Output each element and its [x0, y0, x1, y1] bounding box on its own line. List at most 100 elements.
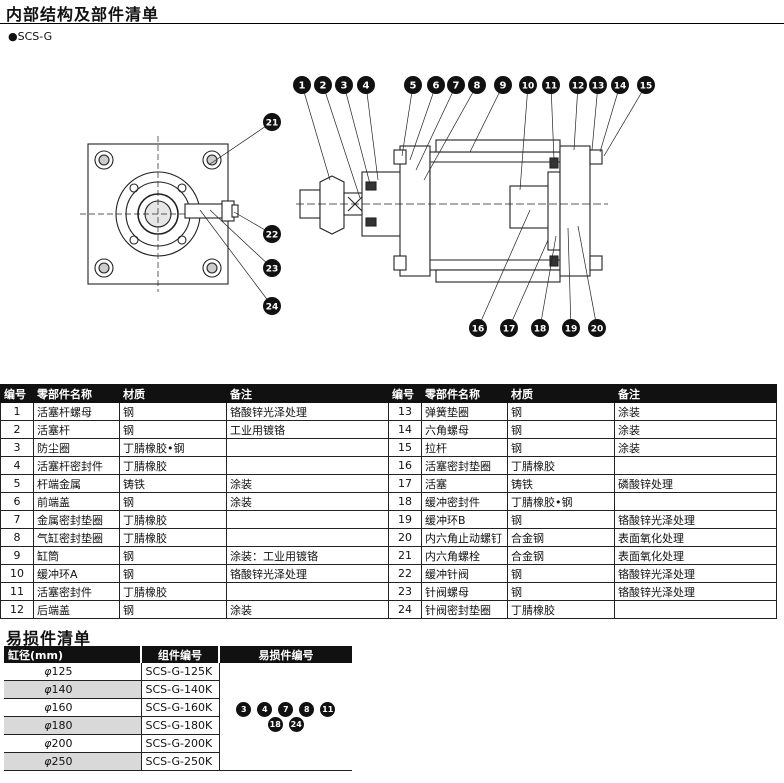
- kit-number: SCS-G-160K: [141, 698, 220, 717]
- callout-22-bubble: [263, 225, 281, 243]
- part-material: 钢: [507, 420, 615, 439]
- part-number: 22: [388, 564, 422, 583]
- callout-20-bubble: [588, 319, 606, 337]
- part-name: 活塞: [421, 474, 508, 493]
- callout-5: 5: [410, 81, 417, 92]
- part-note: [226, 510, 389, 529]
- callout-5-bubble: [404, 76, 422, 94]
- part-number: 15: [388, 438, 422, 457]
- part-number: 16: [388, 456, 422, 475]
- callout-6-bubble: [427, 76, 445, 94]
- part-material: 丁腈橡胶: [119, 510, 227, 529]
- part-name: 针阀螺母: [421, 582, 508, 601]
- part-material: 合金钢: [507, 528, 615, 547]
- callout-15-bubble: [637, 76, 655, 94]
- kit-number: SCS-G-140K: [141, 680, 220, 699]
- callout-13-bubble: [589, 76, 607, 94]
- callout-24: 24: [266, 303, 279, 313]
- callout-10-bubble: [519, 76, 537, 94]
- part-number: 23: [388, 582, 422, 601]
- part-note: 表面氧化处理: [614, 528, 777, 547]
- phi-symbol: φ: [44, 683, 52, 696]
- part-name: 活塞密封垫圈: [421, 456, 508, 475]
- part-name: 气缸密封垫圈: [33, 528, 120, 547]
- part-material: 丁腈橡胶: [507, 456, 615, 475]
- callout-4: 4: [363, 81, 370, 92]
- callout-18: 18: [534, 325, 547, 335]
- part-name: 缓冲密封件: [421, 492, 508, 511]
- part-note: 涂装：工业用镀铬: [226, 546, 389, 565]
- kit-number: SCS-G-125K: [141, 663, 220, 681]
- part-name: 六角螺母: [421, 420, 508, 439]
- part-note: [226, 528, 389, 547]
- bore-value: 140: [51, 683, 73, 696]
- callout-15: 15: [640, 82, 653, 92]
- end-view: [80, 136, 239, 292]
- callout-3-bubble: [335, 76, 353, 94]
- col-name: 零部件名称: [421, 384, 508, 403]
- callout-2: 2: [320, 81, 327, 92]
- title-rule: [0, 23, 784, 24]
- phi-symbol: φ: [44, 755, 52, 768]
- callout-24-bubble: [263, 297, 281, 315]
- spare-part-bubble: 11: [320, 701, 336, 717]
- part-name: 缸筒: [33, 546, 120, 565]
- part-note: 铬酸锌光泽处理: [226, 402, 389, 421]
- callout-3: 3: [341, 81, 348, 92]
- col-spare: 易损件编号: [219, 646, 352, 663]
- callout-6: 6: [433, 81, 440, 92]
- part-number: 6: [0, 492, 34, 511]
- spare-part-bubble: 3: [236, 701, 252, 717]
- callout-16-bubble: [469, 319, 487, 337]
- bore-value: 125: [51, 665, 73, 678]
- part-note: 涂装: [614, 402, 777, 421]
- part-name: 后端盖: [33, 600, 120, 619]
- part-number: 12: [0, 600, 34, 619]
- model-label: ●SCS-G: [8, 30, 53, 43]
- part-material: 丁腈橡胶: [119, 528, 227, 547]
- part-name: 活塞杆: [33, 420, 120, 439]
- spare-part-bubble: 24: [288, 716, 304, 732]
- part-name: 缓冲环A: [33, 564, 120, 583]
- part-material: 丁腈橡胶•钢: [119, 438, 227, 457]
- callout-17-bubble: [500, 319, 518, 337]
- part-note: 铬酸锌光泽处理: [614, 582, 777, 601]
- part-note: [614, 600, 777, 619]
- phi-symbol: φ: [44, 665, 52, 678]
- callout-21: 21: [266, 119, 279, 129]
- part-name: 缓冲针阀: [421, 564, 508, 583]
- part-name: 拉杆: [421, 438, 508, 457]
- bore-value: 200: [51, 737, 73, 750]
- part-name: 金属密封垫圈: [33, 510, 120, 529]
- part-number: 10: [0, 564, 34, 583]
- callout-14: 14: [614, 82, 627, 92]
- part-name: 针阀密封垫圈: [421, 600, 508, 619]
- callout-9: 9: [500, 81, 507, 92]
- bore-cell: φ250: [4, 752, 142, 771]
- col-no: 编号: [0, 384, 34, 403]
- part-name: 防尘圈: [33, 438, 120, 457]
- part-note: 工业用镀铬: [226, 420, 389, 439]
- callout-8-bubble: [468, 76, 486, 94]
- callout-19-bubble: [562, 319, 580, 337]
- col-no: 编号: [388, 384, 422, 403]
- col-note: 备注: [614, 384, 777, 403]
- part-name: 弹簧垫圈: [421, 402, 508, 421]
- part-material: 合金钢: [507, 546, 615, 565]
- part-number: 18: [388, 492, 422, 511]
- part-material: 丁腈橡胶: [119, 582, 227, 601]
- callout-12-bubble: [569, 76, 587, 94]
- leader-lines: [199, 84, 647, 329]
